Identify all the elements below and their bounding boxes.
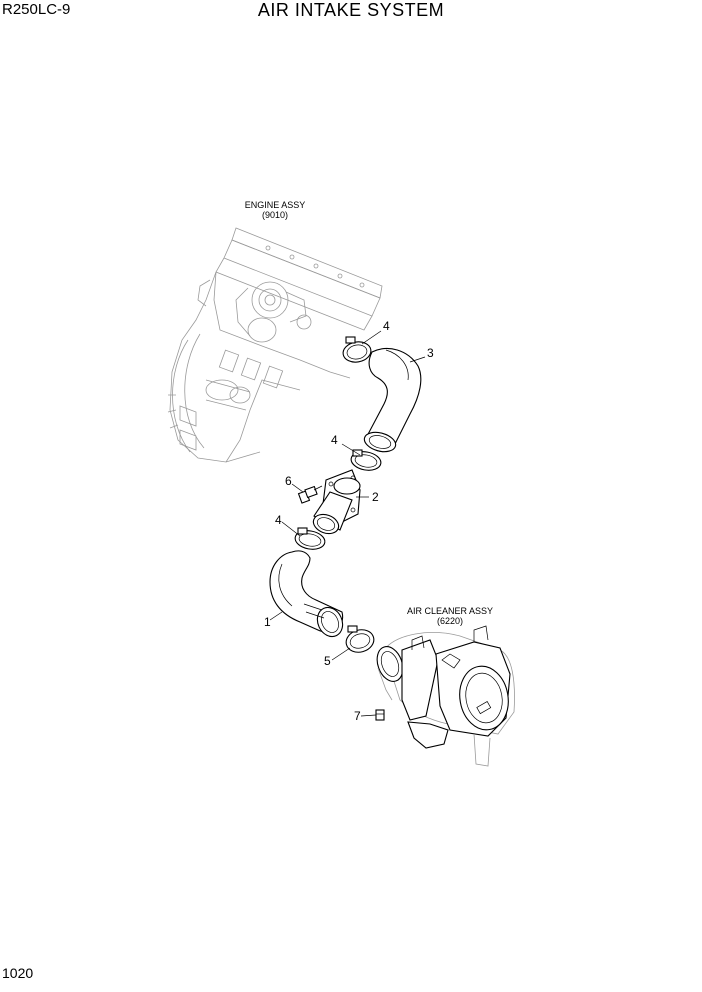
callout-6: 6: [285, 474, 292, 488]
air-cleaner-assembly: [376, 625, 515, 767]
page-number: 1020: [2, 965, 34, 981]
air-cleaner-ref-name: AIR CLEANER ASSY: [407, 606, 493, 616]
adapter-flange: [312, 469, 361, 535]
dust-valve: [375, 709, 385, 721]
callout-3: 3: [427, 346, 434, 360]
engine-assembly: [167, 227, 383, 463]
elbow-hose-lower: [269, 550, 344, 638]
hose-clamp-4-top: [342, 336, 372, 363]
engine-ref-code: (9010): [262, 210, 288, 220]
plug-sensor: [297, 485, 323, 504]
hose-clamp-5: [345, 625, 375, 653]
hose-clamp-4-second: [350, 449, 382, 471]
callout-4-top: 4: [383, 319, 390, 333]
callout-7: 7: [354, 709, 361, 723]
hose-clamp-4-third: [294, 527, 326, 550]
callout-4-third: 4: [275, 513, 282, 527]
callout-4-second: 4: [331, 433, 338, 447]
engine-ref-name: ENGINE ASSY: [245, 200, 306, 210]
page-title: AIR INTAKE SYSTEM: [257, 0, 445, 20]
callout-2: 2: [372, 490, 379, 504]
leader-lines: [269, 330, 426, 717]
callout-1: 1: [264, 615, 271, 629]
elbow-hose-upper: [363, 348, 422, 453]
callout-5: 5: [324, 654, 331, 668]
model-code: R250LC-9: [2, 1, 71, 18]
air-cleaner-ref-code: (6220): [437, 616, 463, 626]
